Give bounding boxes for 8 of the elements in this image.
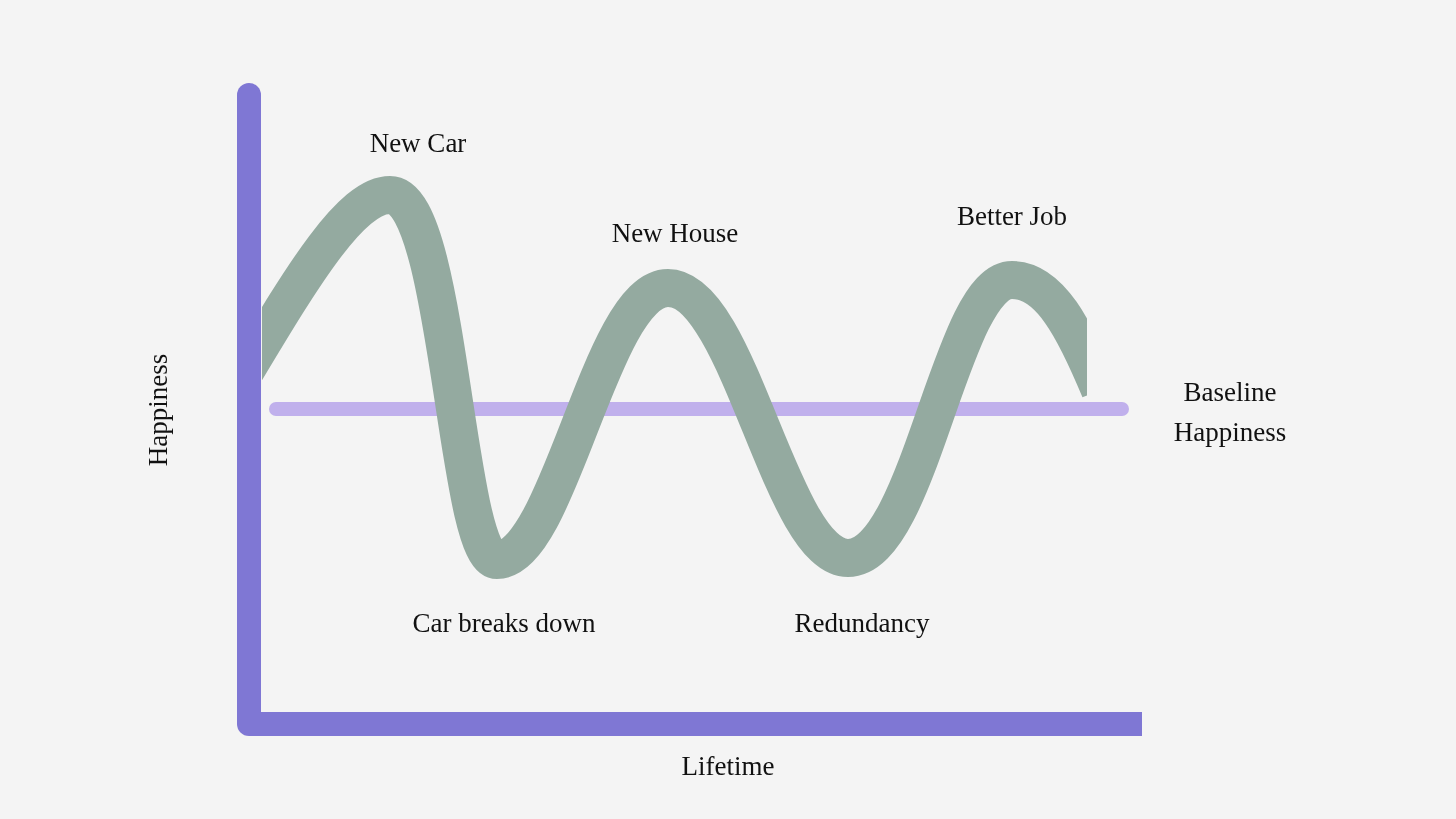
y-axis-label: Happiness <box>142 353 174 467</box>
baseline-label: Baseline Happiness <box>1172 376 1288 449</box>
peak-label: New Car <box>369 127 467 160</box>
trough-label: Redundancy <box>794 607 930 640</box>
trough-label: Car breaks down <box>412 607 596 640</box>
peak-label: New House <box>611 217 739 250</box>
x-axis-label: Lifetime <box>681 750 775 783</box>
peak-label: Better Job <box>956 200 1068 233</box>
